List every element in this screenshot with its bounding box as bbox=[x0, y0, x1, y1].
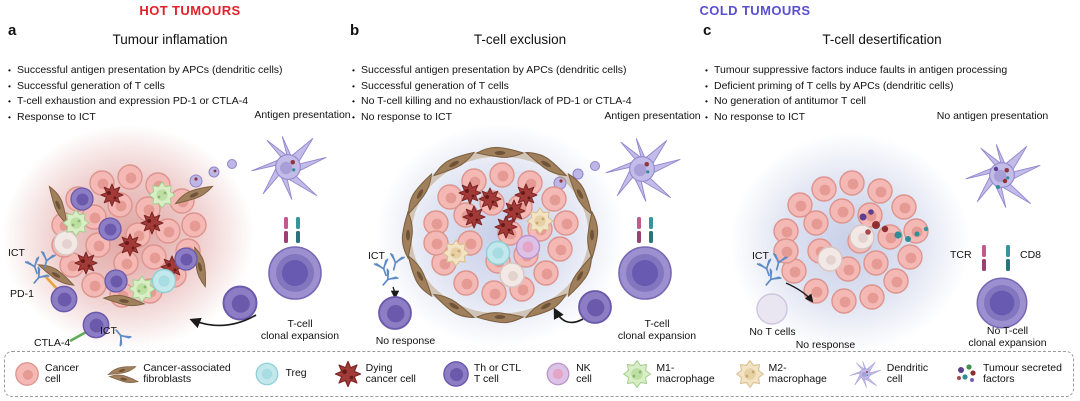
secreted-factors-icon bbox=[956, 364, 976, 382]
legend-item-nk-cell: NK cell bbox=[544, 359, 602, 389]
pd1-receptor bbox=[45, 276, 59, 291]
t-cell-icon bbox=[443, 361, 469, 387]
treg-icon bbox=[256, 362, 279, 386]
cold-tumours-header: COLD TUMOURS bbox=[699, 3, 811, 18]
m1-macrophage-icon bbox=[623, 360, 652, 388]
legend-item-t-cell: Th or CTL T cell bbox=[442, 359, 524, 389]
label-no-t-cells: No T cells bbox=[749, 326, 796, 338]
label-ict-bottom-a: ICT bbox=[100, 325, 117, 337]
no-t-cell-expansion bbox=[976, 277, 1028, 329]
exhausted-t-cell-pd1 bbox=[50, 285, 78, 313]
legend: Cancer cell Cancer-associated fibroblast… bbox=[4, 351, 1074, 397]
label-no-response-b: No response bbox=[375, 335, 436, 347]
bullet: Successful generation of T cells bbox=[352, 79, 697, 95]
tcr-receptor bbox=[982, 245, 986, 271]
bullet: Tumour suppressive factors induce faults… bbox=[705, 63, 1077, 79]
m2-macrophage-icon bbox=[735, 360, 764, 388]
panel-b-title: T-cell exclusion bbox=[473, 32, 567, 47]
t-cell bbox=[222, 285, 258, 321]
tumor-mass-excluded bbox=[401, 146, 599, 324]
dendritic-cell bbox=[251, 136, 327, 200]
bullet: Successful generation of T cells bbox=[8, 79, 343, 95]
legend-item-fibroblasts: Cancer-associated fibroblasts bbox=[105, 360, 233, 388]
bullet: T-cell exhaustion and expression PD-1 or… bbox=[8, 94, 343, 110]
panel-c-title: T-cell desertification bbox=[822, 32, 942, 47]
legend-item-dendritic-cell: Dendritic cell bbox=[847, 358, 935, 390]
dendritic-cell bbox=[605, 138, 681, 202]
label-no-clonal-expansion: No T-cell clonal expansion bbox=[968, 325, 1047, 349]
antigen-chain bbox=[189, 159, 237, 188]
bullet: Response to ICT bbox=[8, 110, 343, 126]
cd8-receptor bbox=[1006, 245, 1010, 271]
cancer-cell-icon bbox=[15, 362, 39, 386]
label-pd1: PD-1 bbox=[10, 288, 34, 300]
tumour-secreted-factors bbox=[859, 209, 929, 242]
panel-c-bullets: Tumour suppressive factors induce faults… bbox=[705, 63, 1077, 125]
dendritic-cell-inactive bbox=[965, 144, 1041, 208]
bullet: Successful antigen presentation by APCs … bbox=[8, 63, 343, 79]
legend-item-dying-cancer-cell: Dying cancer cell bbox=[334, 359, 422, 389]
antigen-chain bbox=[553, 161, 600, 190]
legend-item-cancer-cell: Cancer cell bbox=[13, 359, 85, 389]
hot-tumours-header: HOT TUMOURS bbox=[139, 3, 241, 18]
label-no-antigen-presentation: No antigen presentation bbox=[936, 110, 1049, 122]
legend-item-m2-macrophage: M2-macrophage bbox=[735, 359, 827, 389]
ctla4-receptor bbox=[69, 329, 89, 343]
bullet: Deficient priming of T cells by APCs (de… bbox=[705, 79, 1077, 95]
arrow-ict bbox=[785, 282, 814, 303]
nk-cell-icon bbox=[546, 362, 570, 386]
panel-b-bullets: Successful antigen presentation by APCs … bbox=[352, 63, 697, 125]
bullet: Successful antigen presentation by APCs … bbox=[352, 63, 697, 79]
label-tcr: TCR bbox=[950, 249, 972, 261]
factors-in-dendritic bbox=[993, 166, 1008, 189]
ghost-t-cell bbox=[756, 293, 788, 325]
label-cd8: CD8 bbox=[1020, 249, 1042, 261]
panel-a-bullets: Successful antigen presentation by APCs … bbox=[8, 63, 343, 125]
label-ctla4: CTLA-4 bbox=[34, 337, 71, 349]
panel-a-illustration bbox=[2, 125, 327, 349]
panel-a-letter: a bbox=[8, 22, 17, 39]
immune-synapse bbox=[284, 217, 300, 243]
label-ict-b: ICT bbox=[368, 250, 385, 262]
immune-synapse bbox=[637, 217, 653, 243]
label-ict-c: ICT bbox=[752, 250, 769, 262]
label-ict-top-a: ICT bbox=[8, 247, 25, 259]
label-antigen-presentation-b: Antigen presentation bbox=[604, 110, 701, 122]
label-clonal-expansion-a: T-cell clonal expansion bbox=[260, 318, 340, 342]
panel-b-letter: b bbox=[350, 22, 360, 39]
t-cell-clonal-expansion bbox=[268, 246, 322, 300]
arrow-blocked bbox=[553, 307, 584, 324]
label-no-response-c: No response bbox=[795, 339, 856, 351]
panel-b-illustration bbox=[373, 123, 681, 347]
bullet: No generation of antitumor T cell bbox=[705, 94, 1077, 110]
label-antigen-presentation-a: Antigen presentation bbox=[254, 109, 351, 121]
legend-item-secreted-factors: Tumour secreted factors bbox=[955, 361, 1065, 387]
t-cell-clonal-expansion bbox=[618, 246, 672, 300]
panel-a-title: Tumour inflamation bbox=[112, 32, 228, 47]
label-clonal-expansion-b: T-cell clonal expansion bbox=[617, 318, 697, 342]
fibroblasts-icon bbox=[106, 362, 140, 385]
dendritic-cell-icon bbox=[849, 360, 881, 388]
arrow-to-tumor bbox=[189, 314, 257, 329]
dying-cancer-cell-icon bbox=[334, 360, 361, 388]
bullet: No response to ICT bbox=[352, 110, 697, 126]
panel-c-illustration bbox=[730, 133, 1041, 352]
panel-c-letter: c bbox=[703, 22, 712, 39]
t-cell-no-response bbox=[378, 296, 412, 330]
bullet: No response to ICT bbox=[705, 110, 1077, 126]
legend-item-treg: Treg bbox=[253, 359, 313, 389]
bullet: No T-cell killing and no exhaustion/lack… bbox=[352, 94, 697, 110]
legend-item-m1-macrophage: M1-macrophage bbox=[622, 359, 715, 389]
